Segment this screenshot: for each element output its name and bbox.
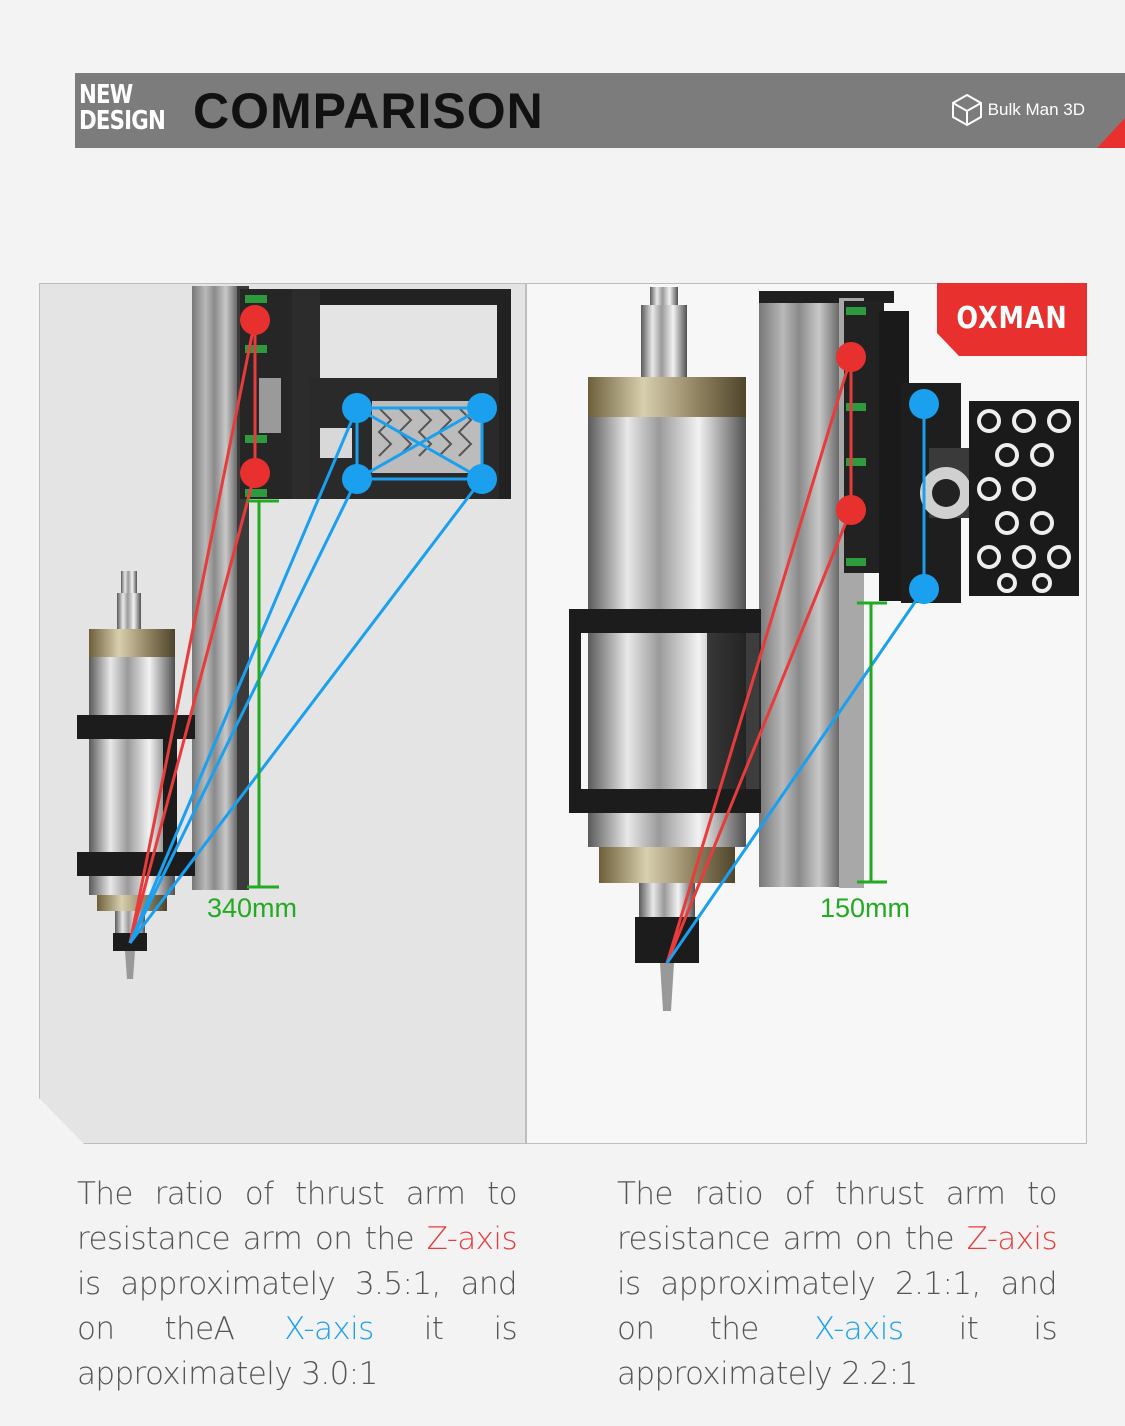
left-spindle-cap <box>89 629 175 657</box>
left-machine <box>77 286 511 979</box>
left-caption: The ratio of thrust arm to resistance ar… <box>77 1176 518 1392</box>
z-axis-label: Z-axis <box>966 1221 1058 1257</box>
left-dimension-label: 340mm <box>207 893 298 923</box>
right-caption: The ratio of thrust arm to resistance ar… <box>617 1176 1058 1392</box>
new-design-label: NEW DESIGN <box>79 80 166 136</box>
left-dimension-line <box>247 499 279 889</box>
cube-logo-icon <box>951 93 982 127</box>
comparison-panels: OXMAN 340mm 150mm <box>39 283 1087 1144</box>
right-rail <box>759 293 839 887</box>
right-spindle-cap <box>588 377 746 417</box>
header-banner: NEW DESIGN COMPARISON Bulk Man 3D <box>75 73 1125 148</box>
right-dimension-label: 150mm <box>820 893 911 923</box>
left-drill-bit <box>125 951 135 979</box>
oxman-badge: OXMAN <box>937 283 1087 356</box>
right-drill-bit <box>660 963 674 1011</box>
page-title: COMPARISON <box>193 83 544 139</box>
x-axis-label: X-axis <box>813 1311 904 1347</box>
x-axis-label: X-axis <box>284 1311 374 1347</box>
right-pivot-points <box>836 342 939 604</box>
right-machine <box>569 287 1079 1011</box>
left-force-lines <box>128 319 484 944</box>
right-force-lines <box>665 356 926 964</box>
banner-corner-accent <box>1097 118 1125 148</box>
left-rail <box>192 286 237 890</box>
left-pivot-points <box>240 305 497 494</box>
mechanism-illustration <box>77 286 1079 1011</box>
z-axis-label: Z-axis <box>426 1221 518 1257</box>
oxman-badge-label: OXMAN <box>956 301 1068 336</box>
brand-logo: Bulk Man 3D <box>950 93 1085 127</box>
right-dimension-line <box>857 601 887 884</box>
brand-name: Bulk Man 3D <box>987 100 1085 119</box>
